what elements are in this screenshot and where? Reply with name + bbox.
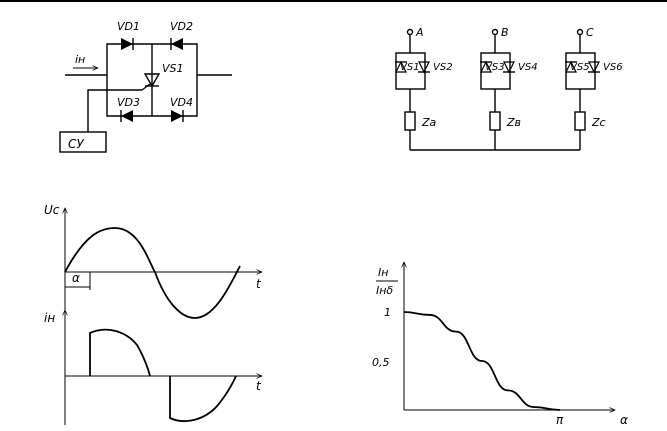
label-vs2: VS2 — [433, 62, 453, 73]
load-zc-label: Zc — [591, 116, 606, 129]
tick-label-pi: π — [556, 413, 564, 427]
ratio-curve — [403, 311, 560, 411]
time-label-current: t — [256, 379, 262, 393]
phase-b-label: B — [501, 26, 509, 39]
load-za-label: Za — [421, 116, 437, 129]
bridge-current-label: iн — [75, 53, 85, 66]
label-vd4: VD4 — [170, 96, 193, 109]
control-unit-box — [59, 131, 107, 153]
current-waveform: iн t — [44, 310, 262, 425]
current-label: iн — [44, 311, 55, 325]
label-vs3: VS3 — [485, 62, 505, 73]
time-label-voltage: t — [256, 277, 262, 291]
bridge-circuit: iн СУ VD1 VD2 VS1 VD3 VD4 — [59, 20, 232, 153]
alpha-label: α — [72, 271, 80, 285]
label-vd2: VD2 — [170, 20, 193, 33]
label-vs4: VS4 — [518, 62, 538, 73]
diode-vd1 — [121, 38, 134, 50]
voltage-waveform: Uc t α — [44, 203, 262, 325]
tick-label-1: 1 — [384, 306, 391, 319]
ratio-chart: Iн Iнδ 1 0,5 π α — [372, 262, 628, 427]
thyristor-vs1 — [141, 73, 161, 91]
label-vs1-3p: VS1 — [400, 62, 420, 73]
diode-vd2 — [170, 38, 183, 50]
control-unit-label: СУ — [68, 137, 84, 151]
phase-c: C VS5 VS6 Zc — [565, 26, 623, 150]
label-vs1: VS1 — [162, 62, 184, 75]
y-numerator: Iн — [378, 266, 388, 279]
diode-vd3 — [120, 110, 133, 122]
label-vs6: VS6 — [603, 62, 623, 73]
label-vd1: VD1 — [117, 20, 140, 33]
three-phase-circuit: A VS1 VS2 Za B VS3 VS4 Zв — [395, 26, 623, 151]
phase-c-label: C — [586, 26, 594, 39]
phase-b: B VS3 VS4 Zв — [480, 26, 538, 150]
voltage-label: Uc — [44, 203, 60, 217]
label-vs5: VS5 — [570, 62, 590, 73]
phase-a: A VS1 VS2 Za — [395, 26, 453, 150]
tick-label-05: 0,5 — [372, 356, 390, 369]
x-axis-label: α — [620, 413, 628, 427]
label-vd3: VD3 — [117, 96, 140, 109]
load-zb-label: Zв — [506, 116, 521, 129]
phase-a-label: A — [415, 26, 424, 39]
y-denominator: Iнδ — [376, 284, 393, 297]
diode-vd4 — [171, 110, 184, 122]
